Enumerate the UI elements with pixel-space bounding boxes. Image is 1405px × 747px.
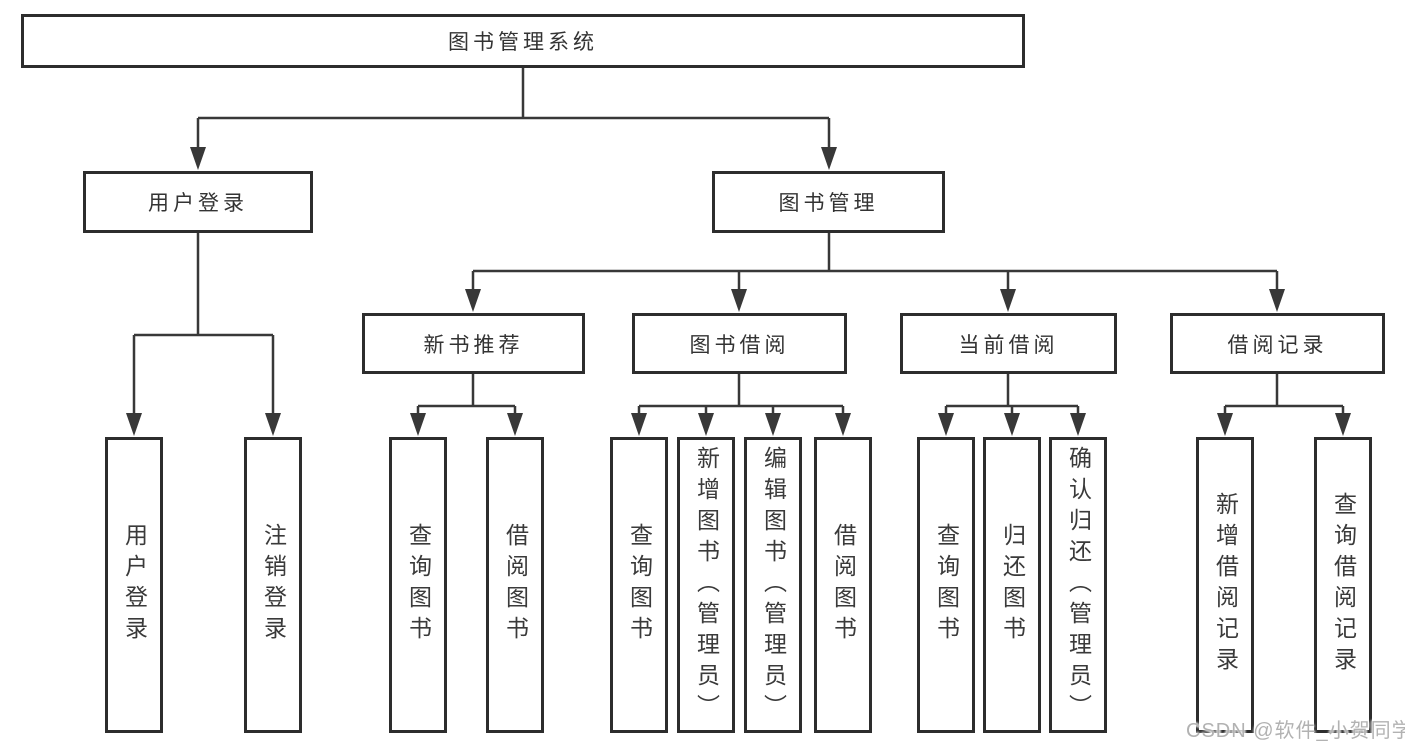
- leaf-logout-label: 注销登录: [260, 523, 287, 647]
- leaf-borrowing-edit-admin: 编辑图书（管理员）: [744, 437, 802, 733]
- leaf-newbook-borrow-label: 借阅图书: [502, 523, 529, 647]
- leaf-records-add: 新增借阅记录: [1196, 437, 1254, 733]
- node-book-management: 图书管理: [712, 171, 945, 233]
- leaf-newbook-query: 查询图书: [389, 437, 447, 733]
- csdn-watermark: CSDN @软件_小贺同学: [1186, 720, 1405, 742]
- leaf-current-return: 归还图书: [983, 437, 1041, 733]
- leaf-borrowing-query-label: 查询图书: [626, 523, 653, 647]
- node-root-label: 图书管理系统: [448, 31, 598, 54]
- leaf-newbook-borrow: 借阅图书: [486, 437, 544, 733]
- node-borrow-records: 借阅记录: [1170, 313, 1385, 374]
- node-new-book-recommend: 新书推荐: [362, 313, 585, 374]
- node-new-book-recommend-label: 新书推荐: [423, 333, 524, 357]
- node-root: 图书管理系统: [21, 14, 1025, 68]
- node-book-borrowing-label: 图书借阅: [689, 333, 790, 357]
- leaf-borrowing-add-admin: 新增图书（管理员）: [677, 437, 735, 733]
- leaf-records-query-label: 查询借阅记录: [1330, 492, 1357, 678]
- leaf-user-login: 用户登录: [105, 437, 163, 733]
- leaf-borrowing-add-admin-label: 新增图书（管理员）: [693, 445, 720, 725]
- leaf-records-query: 查询借阅记录: [1314, 437, 1372, 733]
- leaf-borrowing-borrow-label: 借阅图书: [830, 523, 857, 647]
- leaf-user-login-label: 用户登录: [121, 523, 148, 647]
- leaf-current-return-label: 归还图书: [999, 523, 1026, 647]
- leaf-current-confirm-admin-label: 确认归还（管理员）: [1065, 445, 1092, 725]
- leaf-current-query-label: 查询图书: [933, 523, 960, 647]
- leaf-newbook-query-label: 查询图书: [405, 523, 432, 647]
- leaf-logout: 注销登录: [244, 437, 302, 733]
- arrowheads: [126, 147, 1351, 436]
- leaf-borrowing-query: 查询图书: [610, 437, 668, 733]
- node-borrow-records-label: 借阅记录: [1227, 333, 1328, 357]
- leaf-records-add-label: 新增借阅记录: [1212, 492, 1239, 678]
- node-book-borrowing: 图书借阅: [632, 313, 847, 374]
- leaf-current-query: 查询图书: [917, 437, 975, 733]
- node-book-management-label: 图书管理: [778, 192, 879, 215]
- node-user-login: 用户登录: [83, 171, 313, 233]
- leaf-current-confirm-admin: 确认归还（管理员）: [1049, 437, 1107, 733]
- leaf-borrowing-borrow: 借阅图书: [814, 437, 872, 733]
- node-user-login-label: 用户登录: [148, 192, 248, 215]
- node-current-borrowing: 当前借阅: [900, 313, 1117, 374]
- node-current-borrowing-label: 当前借阅: [958, 333, 1059, 357]
- leaf-borrowing-edit-admin-label: 编辑图书（管理员）: [760, 445, 787, 725]
